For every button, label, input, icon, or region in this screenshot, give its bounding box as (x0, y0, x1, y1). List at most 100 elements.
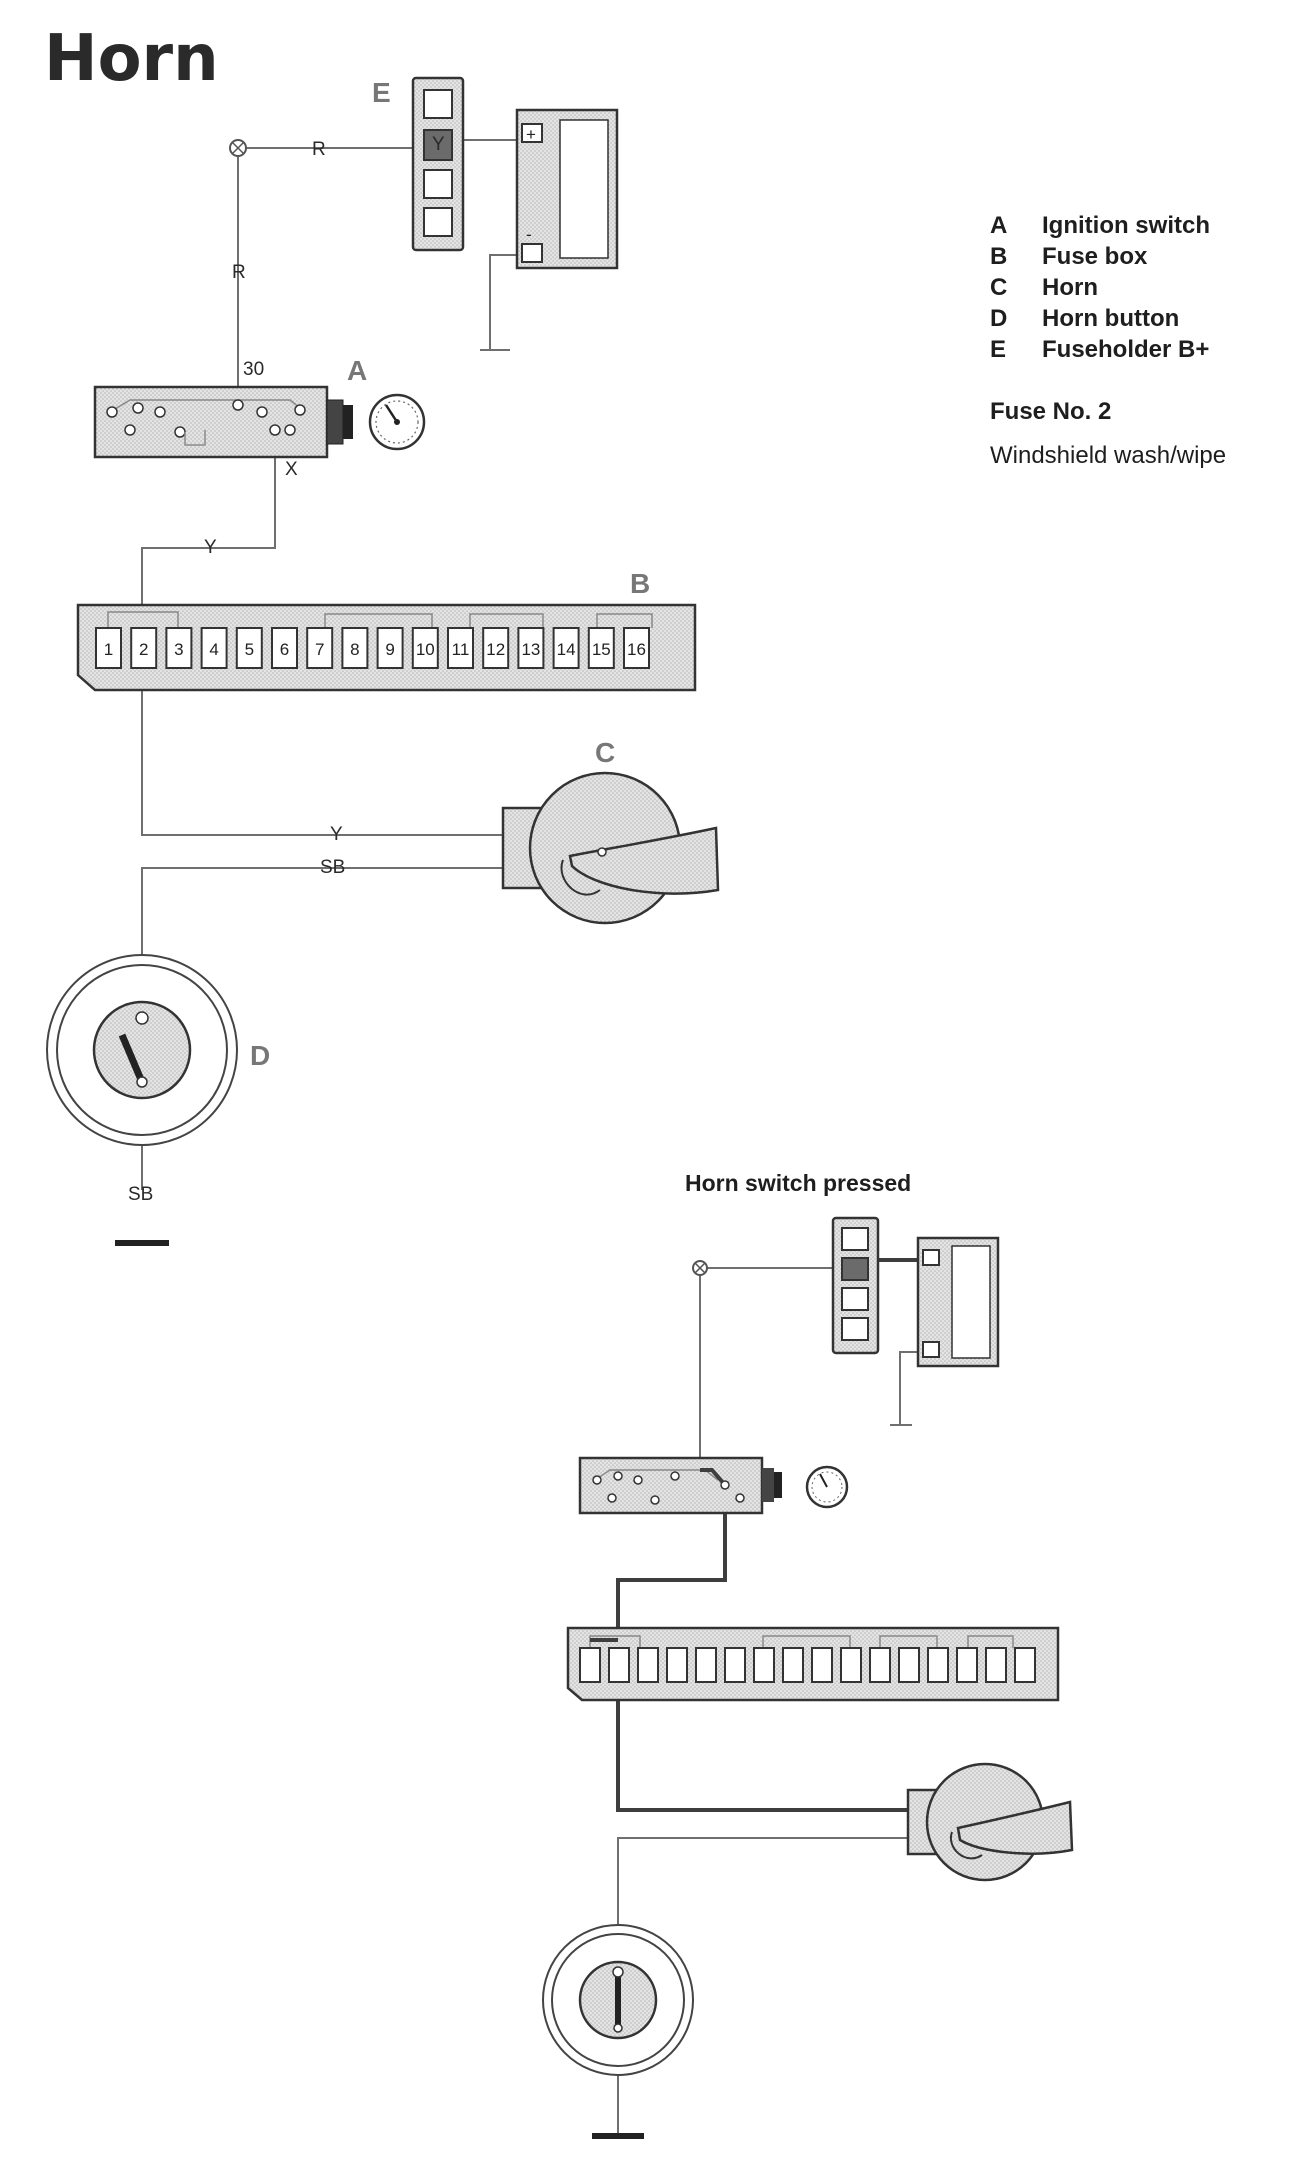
fuse-number: 11 (452, 640, 470, 659)
wire-label-y: Y (204, 537, 217, 558)
fuse-number: 16 (627, 640, 646, 659)
fuse-slot (235, 627, 263, 669)
wire-active (616, 1485, 727, 1650)
fuse-number: 2 (139, 640, 148, 659)
splice-node (692, 1260, 708, 1276)
fuse-slot (95, 627, 122, 669)
fuse-number: 12 (486, 640, 505, 659)
fuse-slot (1014, 1647, 1036, 1683)
fuse-number: 4 (209, 640, 218, 659)
fuse-number: 6 (280, 640, 289, 659)
legend-key: E (990, 336, 1007, 363)
wire-label-30: 30 (243, 359, 264, 380)
splice-node (229, 139, 247, 157)
fuse-slot (695, 1647, 717, 1683)
ignition-switch-a (93, 385, 353, 459)
fuse-number: 15 (592, 640, 611, 659)
pressed-horn (906, 1762, 1074, 1882)
legend-text: Fuseholder B+ (1042, 336, 1210, 363)
fuse-slot (869, 1647, 891, 1683)
fuse-slot (200, 627, 228, 669)
fuse-slot (165, 627, 193, 669)
wire-horn-button (617, 1837, 908, 1960)
fuse-slot (306, 627, 334, 669)
pressed-battery (916, 1236, 1000, 1368)
legend-key: B (990, 243, 1008, 270)
fuse-slot (753, 1647, 775, 1683)
pressed-ignition-key-icon (805, 1465, 849, 1509)
label-c: C (595, 737, 615, 768)
fuse-slot (840, 1647, 862, 1683)
fuse-number: 3 (174, 640, 183, 659)
fuse-slot (985, 1647, 1007, 1683)
legend-text: Ignition switch (1042, 212, 1210, 239)
fuse-slot (271, 627, 298, 669)
legend-item: B Fuse box (990, 241, 1210, 272)
fuse-slot (811, 1647, 833, 1683)
pressed-fuse-slots (579, 1647, 1036, 1683)
fuse-slot (130, 627, 158, 669)
label-b: B (630, 568, 650, 599)
pressed-ignition-switch (578, 1456, 782, 1515)
fuse-number: 13 (521, 640, 540, 659)
fuse-number: 9 (385, 640, 394, 659)
fuse-slot (637, 1647, 659, 1683)
fuse-slot (608, 1647, 630, 1683)
pressed-wires (616, 1258, 925, 2135)
legend-text: Fuse box (1042, 243, 1148, 270)
ignition-key-icon (368, 393, 426, 451)
fuse-title: Fuse No. 2 (990, 398, 1112, 425)
label-d: D (250, 1040, 270, 1071)
fuse-slot (552, 627, 580, 669)
fuse-slot (782, 1647, 804, 1683)
wire-label-y: Y (330, 824, 343, 845)
wire-label-r: R (312, 139, 326, 160)
fuse-description: Windshield wash/wipe (990, 442, 1227, 469)
pressed-fuseholder (831, 1216, 880, 1355)
fuse-slot (666, 1647, 688, 1683)
battery-plus-label: + (526, 125, 536, 144)
fuse-slot (482, 627, 510, 669)
fuse-slot (447, 627, 474, 669)
fuseholder-e (411, 76, 465, 252)
legend-item: D Horn button (990, 303, 1210, 334)
legend-item: E Fuseholder B+ (990, 334, 1210, 365)
fuse-number: 8 (350, 640, 359, 659)
fuse-slot (411, 627, 439, 669)
legend-key: D (990, 305, 1008, 332)
wire-battery-ground (899, 1351, 918, 1425)
label-a: A (347, 355, 367, 386)
fuse-slot (724, 1647, 746, 1683)
battery (515, 108, 619, 270)
label-e: E (372, 77, 391, 108)
fuse-slot (341, 627, 369, 669)
fuse-number: 14 (557, 640, 576, 659)
fuse-number: 5 (245, 640, 254, 659)
fuse-number: 10 (416, 640, 435, 659)
legend-text: Horn (1042, 274, 1098, 301)
fuse-slot (623, 627, 650, 669)
fuse-number: 1 (104, 640, 113, 659)
legend-item: A Ignition switch (990, 210, 1210, 241)
legend-key: A (990, 212, 1008, 239)
fuse-slot (579, 1647, 601, 1683)
page-title: Horn (44, 22, 219, 96)
battery-minus-label: - (526, 225, 532, 244)
horn-button-d (46, 954, 238, 1246)
fuse-slot (376, 627, 404, 669)
legend-text: Horn button (1042, 305, 1180, 332)
wire-label-y: Y (432, 134, 445, 155)
wire-active (616, 1690, 908, 1812)
wire-y-horn (141, 680, 503, 836)
fuse-slot (898, 1647, 920, 1683)
fuse-slot (956, 1647, 978, 1683)
wire-label-sb: SB (128, 1184, 153, 1205)
fuse-number: 7 (315, 640, 324, 659)
fuse-slot (927, 1647, 949, 1683)
wire-x (141, 430, 276, 605)
